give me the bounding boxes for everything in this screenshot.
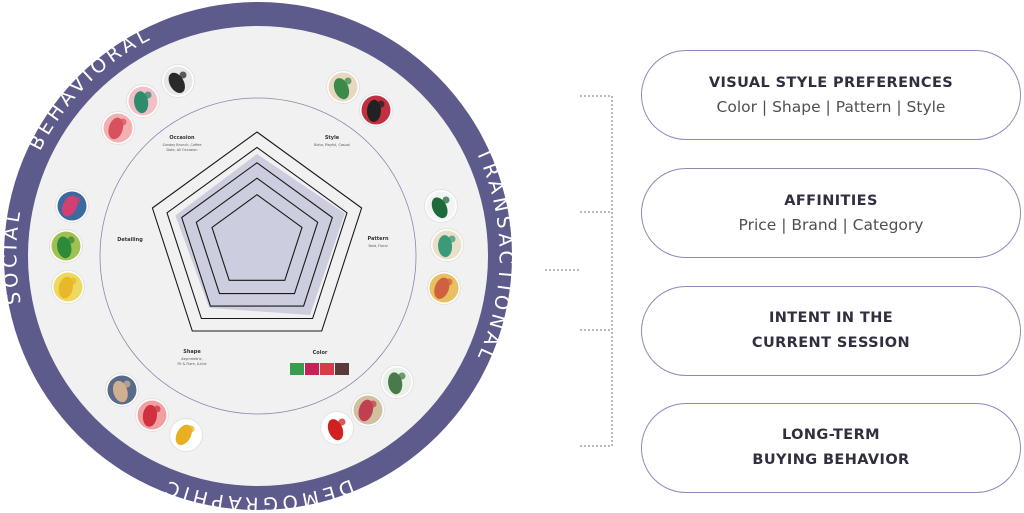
- radar-axis-sublabel: Bold, Floral: [368, 244, 387, 248]
- summer-dress-thumbnail: [135, 398, 169, 432]
- thumbnail-group: [49, 64, 464, 452]
- radar-axis-label-detailing: Detailing: [117, 237, 143, 243]
- category-subtitle: Price | Brand | Category: [738, 216, 924, 234]
- radar-axis-label-color: Color: [313, 350, 328, 356]
- category-title-line-2: CURRENT SESSION: [751, 335, 911, 351]
- radar-axis-label-shape: Shape: [183, 349, 201, 355]
- radar-axis-label-occasion: Occasion: [169, 135, 195, 141]
- bracket-connector: [580, 95, 613, 447]
- green-leaf-thumbnail: [49, 229, 83, 263]
- radar-grid-ring-3: [181, 162, 333, 307]
- floral-skirt-thumbnail: [351, 393, 385, 427]
- radar-grid-ring-2: [166, 146, 348, 320]
- radar-axis-sublabel: Date, All Occasion: [167, 148, 198, 152]
- svg-text:SOCIAL: SOCIAL: [0, 206, 26, 307]
- category-title-line-2: BUYING BEHAVIOR: [752, 452, 910, 468]
- ring-label-social: SOCIAL: [0, 206, 22, 307]
- color-swatch: [305, 363, 319, 375]
- floral-dress-thumbnail: [359, 93, 393, 127]
- red-heels-thumbnail: [320, 411, 354, 445]
- green-print-thumbnail: [380, 365, 414, 399]
- radar-axis-label-style: Style: [325, 135, 340, 141]
- floral-top-thumbnail: [126, 84, 160, 118]
- printed-top-thumbnail: [105, 373, 139, 407]
- palm-dress-thumbnail: [326, 70, 360, 104]
- inner-ring-line: [99, 97, 417, 415]
- category-title-line-1: INTENT IN THE: [768, 310, 894, 326]
- radar-axis-sublabel: Sunday Brunch, Coffee: [163, 143, 202, 147]
- category-subtitle: Color | Shape | Pattern | Style: [716, 98, 946, 116]
- leaf-print-thumbnail: [430, 228, 464, 262]
- radar-grid-ring-1: [151, 131, 363, 332]
- yellow-dress-thumbnail: [169, 418, 203, 452]
- leggings-thumbnail: [161, 64, 195, 98]
- pink-floral-thumbnail: [55, 189, 89, 223]
- tropical-leaf-thumbnail: [424, 189, 458, 223]
- category-intent: INTENT IN THE CURRENT SESSION: [641, 286, 1021, 376]
- radar-axis-sublabel: Boho, Playful, Casual: [314, 143, 350, 147]
- radar-fill-area: [175, 154, 345, 315]
- radar-axis-sublabel: Asymmetric,: [181, 357, 202, 361]
- radar-grid-ring-5: [211, 194, 303, 281]
- color-swatch: [335, 363, 349, 375]
- category-title-line-1: LONG-TERM: [782, 427, 880, 443]
- category-title: VISUAL STYLE PREFERENCES: [708, 75, 954, 91]
- category-affinities: AFFINITIES Price | Brand | Category: [641, 168, 1021, 258]
- yellow-floral-thumbnail: [51, 270, 85, 304]
- radar-grid-ring-4: [195, 177, 319, 295]
- pink-dress-thumbnail: [101, 111, 135, 145]
- color-swatch: [320, 363, 334, 375]
- category-long-term: LONG-TERM BUYING BEHAVIOR: [641, 403, 1021, 493]
- category-visual-style: VISUAL STYLE PREFERENCES Color | Shape |…: [641, 50, 1021, 140]
- radar-axis-label-pattern: Pattern: [367, 236, 389, 242]
- radar-axis-sublabel: Fit & Flare, A-line: [178, 362, 207, 366]
- color-swatch: [290, 363, 304, 375]
- category-title: AFFINITIES: [784, 193, 878, 209]
- floral-bag-thumbnail: [427, 271, 461, 305]
